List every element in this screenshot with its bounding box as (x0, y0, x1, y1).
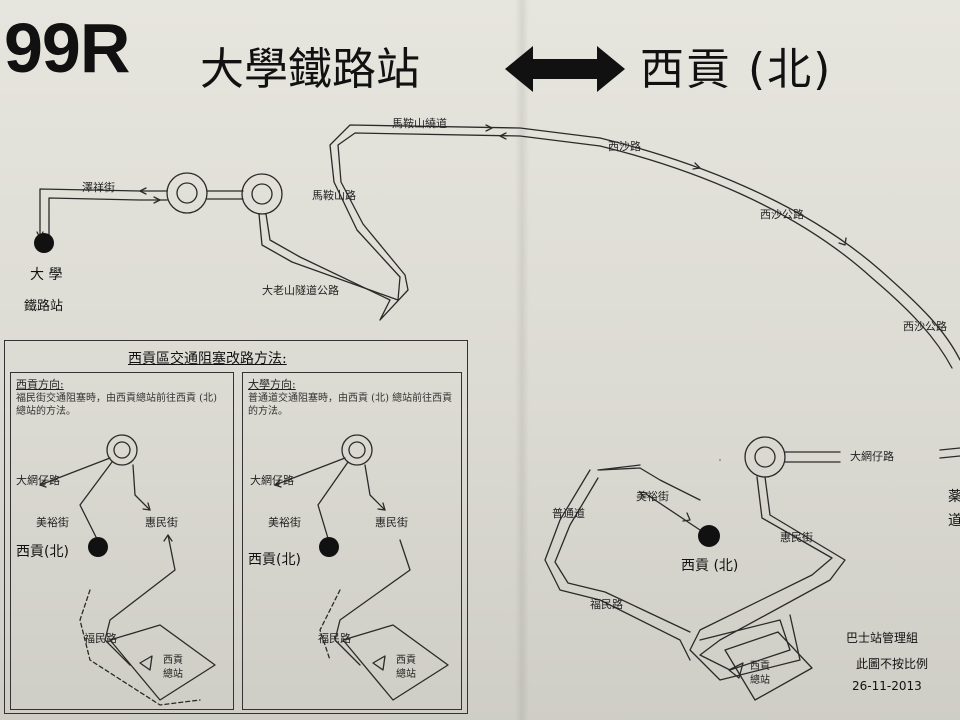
right-label-terminus-2: 總站 (396, 669, 416, 680)
right-panel-title: 大學方向: (248, 378, 296, 391)
left-label-sai-kung-north: 西貢(北) (16, 544, 69, 560)
stop-right-sai-kung-north (319, 537, 339, 557)
paper-fold (515, 0, 529, 720)
route-sai-sha-section (599, 137, 960, 369)
diversion-right-panel (242, 372, 462, 710)
right-label-tai-mong-tsai-road: 大網仔路 (250, 474, 294, 487)
footer-scale-note: 此圖不按比例 (856, 657, 929, 671)
label-cutoff-2: 道 (948, 513, 960, 529)
label-terminus-1: 西貢 (750, 661, 770, 672)
right-label-sai-kung-north: 西貢(北) (248, 552, 301, 568)
stop-university (34, 233, 54, 253)
diversion-title: 西貢區交通阻塞改路方法: (128, 351, 287, 367)
diversion-left-panel (10, 372, 234, 710)
label-wai-man-road: 惠民街 (780, 531, 813, 544)
label-university-2: 鐵路站 (24, 299, 64, 314)
right-label-mei-yu-street: 美裕街 (268, 516, 301, 529)
left-label-wai-man-road: 惠民街 (145, 516, 178, 529)
label-tai-mong-tsai-road: 大網仔路 (850, 450, 894, 463)
footer-date: 26-11-2013 (852, 679, 922, 693)
left-label-terminus-2: 總站 (163, 669, 183, 680)
left-label-fuk-man-road: 福民路 (84, 632, 117, 645)
label-mei-yu-street: 美裕街 (636, 490, 669, 503)
right-label-wai-man-road: 惠民街 (375, 516, 408, 529)
terminus-main (724, 631, 813, 701)
stop-sai-kung-north (698, 525, 720, 547)
left-panel-title: 西貢方向: (16, 378, 64, 391)
label-terminus-2: 總站 (750, 675, 770, 686)
label-sai-kung-north: 西貢 (北) (681, 558, 739, 574)
left-panel-text: 福民街交通阻塞時，由西貢總站前往西貢 (北) 總站的方法。 (16, 393, 217, 417)
origin-title: 大學鐵路站 (200, 44, 420, 95)
label-ma-on-shan-bypass: 馬鞍山繞道 (392, 117, 447, 130)
left-label-mei-yu-street: 美裕街 (36, 516, 69, 529)
label-cutoff-1: 薬 (948, 489, 960, 505)
label-sai-sha-highway: 西沙公路 (760, 208, 804, 221)
left-label-terminus-1: 西貢 (163, 655, 183, 666)
destination-title: 西貢 (北) (640, 44, 833, 95)
label-po-tung-road: 普通道 (552, 507, 585, 520)
diversion-right-map (274, 434, 449, 701)
diversion-box (4, 340, 468, 714)
label-ma-on-shan-road: 馬鞍山路 (312, 189, 356, 202)
label-chak-cheung-street: 澤祥街 (82, 181, 115, 194)
label-university-1: 大 學 (30, 267, 63, 283)
footer-office: 巴士站管理組 (846, 631, 919, 645)
route-university-section (39, 124, 601, 321)
route-number: 99R (4, 9, 130, 87)
double-arrow-icon (505, 46, 625, 92)
right-label-fuk-man-road: 福民路 (318, 632, 351, 645)
label-sai-sha-road: 西沙路 (608, 140, 641, 153)
route-sai-kung-north-section (544, 436, 960, 681)
right-label-terminus-1: 西貢 (396, 655, 416, 666)
left-label-tai-mong-tsai-road: 大網仔路 (16, 474, 60, 487)
diversion-left-map (39, 434, 216, 706)
stop-left-sai-kung-north (88, 537, 108, 557)
label-sai-sha-highway-2: 西沙公路 (903, 320, 947, 333)
label-tai-lo-shan-tunnel-road: 大老山隧道公路 (262, 284, 339, 297)
label-fuk-man-road: 福民路 (590, 598, 623, 611)
right-panel-text: 普通道交通阻塞時，由西貢 (北) 總站前往西貢的方法。 (248, 393, 453, 417)
